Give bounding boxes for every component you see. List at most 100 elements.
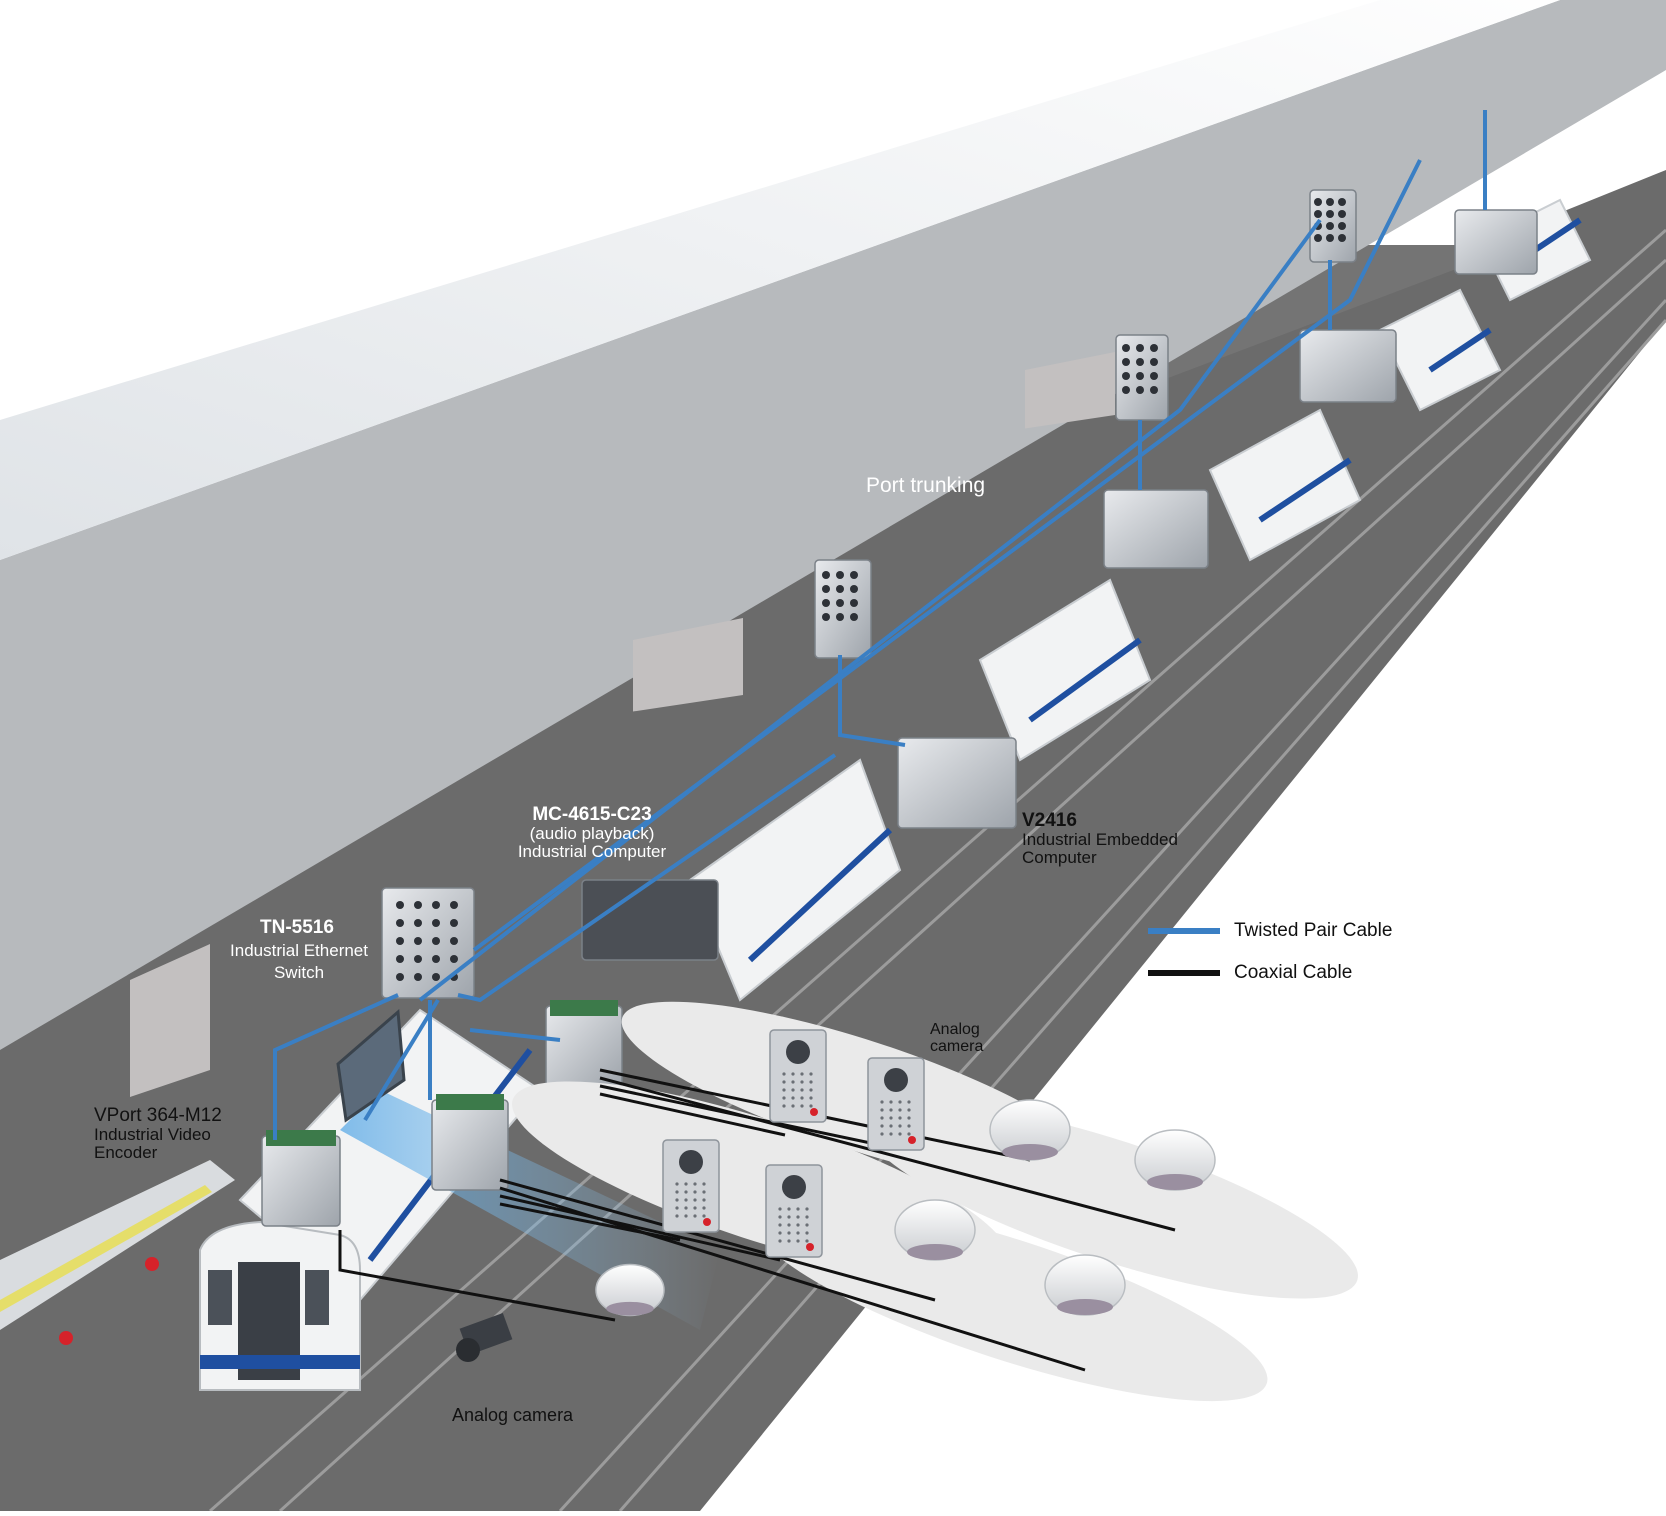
computer-embedded [1103,489,1209,569]
rail [209,228,1666,1513]
speaker-grill [805,1207,809,1211]
ground-shadow [512,1081,1008,1279]
call-button [810,1108,818,1116]
speaker-grill [702,1206,706,1210]
encoder-vport [431,1099,509,1191]
speaker-grill [675,1190,679,1194]
speaker-grill [778,1231,782,1235]
cameras [456,1029,1216,1362]
port-icon [414,955,422,963]
encoder-board [266,1130,336,1146]
encoder-vport [545,1005,623,1087]
port-icon [850,585,858,593]
port-icon [432,973,440,981]
analog-mid-1: Analog [930,1021,980,1038]
port-icon [396,937,404,945]
speaker-grill [684,1206,688,1210]
black-line-icon [1148,970,1220,976]
train-stripe [1028,637,1142,723]
port-icon [432,901,440,909]
speaker-grill [805,1231,809,1235]
speaker-grill [796,1231,800,1235]
tn5516-model: TN-5516 [260,917,334,938]
port-icon [1122,372,1130,380]
speaker-grill [800,1104,804,1108]
speaker-grill [702,1198,706,1202]
port-icon [450,955,458,963]
port-icon [1150,386,1158,394]
speaker-grill [702,1190,706,1194]
speaker-grill [791,1080,795,1084]
label-port-trunking: Port trunking [866,474,986,497]
speaker-grill [880,1100,884,1104]
platform-pillars [130,352,1115,1097]
camera-lens [782,1175,806,1199]
speaker-grill [800,1080,804,1084]
call-button [806,1243,814,1251]
speaker-grill [800,1096,804,1100]
train-front-stripe [200,1355,360,1369]
speaker-grill [684,1198,688,1202]
speaker-grill [805,1223,809,1227]
port-icon [1314,234,1322,242]
coaxial-cable [499,1202,681,1242]
port-icon [822,599,830,607]
speaker-grill [889,1100,893,1104]
speaker-grill [907,1108,911,1112]
twisted-pair-cable [273,993,399,1140]
speaker-grill [702,1182,706,1186]
speaker-grill [787,1239,791,1243]
vport-desc-2: Encoder [94,1142,158,1162]
port-icon [850,599,858,607]
port-icon [836,571,844,579]
speaker-grill [880,1124,884,1128]
switch-tn5516 [381,887,475,999]
train-side-window [305,1270,329,1325]
port-icon [1136,344,1144,352]
port-icon [1150,344,1158,352]
twisted-pair-cable [469,1028,561,1042]
port-icon [396,955,404,963]
coaxial-cable [599,1076,1176,1232]
port-icon [1314,198,1322,206]
call-button [908,1136,916,1144]
speaker-grill [675,1206,679,1210]
rail [558,298,1666,1513]
speaker-grill [809,1080,813,1084]
dome-camera-base [1002,1144,1058,1160]
port-icon [1136,372,1144,380]
speaker-grill [693,1182,697,1186]
train-stripe [1428,327,1492,373]
speaker-grill [787,1231,791,1235]
dome-camera-icon [595,1263,665,1317]
computer-embedded [1299,329,1397,403]
mc4615-model: MC-4615-C23 [532,804,652,825]
speaker-grill [684,1182,688,1186]
speaker-grill [782,1072,786,1076]
train-stripe [1258,457,1352,523]
speaker-grill [796,1215,800,1219]
platform-marker [59,1331,73,1345]
label-analog-camera-bottom: Analog camera [452,1405,574,1425]
train-stripe [747,827,893,963]
switch-trackside [814,559,872,659]
cables [273,110,1487,1372]
speaker-grill [800,1088,804,1092]
speaker-grill [898,1108,902,1112]
speaker-grill [787,1215,791,1219]
ground-shadow [621,1001,1099,1189]
speaker-grill [907,1124,911,1128]
speaker-grill [782,1088,786,1092]
port-icon [1150,372,1158,380]
encoder-vport [261,1135,341,1227]
port-icon [432,955,440,963]
speaker-grill [809,1096,813,1100]
legend-label: Coaxial Cable [1234,962,1353,983]
v2416-model: V2416 [1022,810,1077,831]
blue-line-icon [1148,928,1220,934]
label-tn-5516: TN-5516 Industrial Ethernet Switch [214,918,384,982]
speaker-grill [898,1100,902,1104]
port-icon [450,901,458,909]
speaker-grill [787,1207,791,1211]
port-icon [1326,198,1334,206]
